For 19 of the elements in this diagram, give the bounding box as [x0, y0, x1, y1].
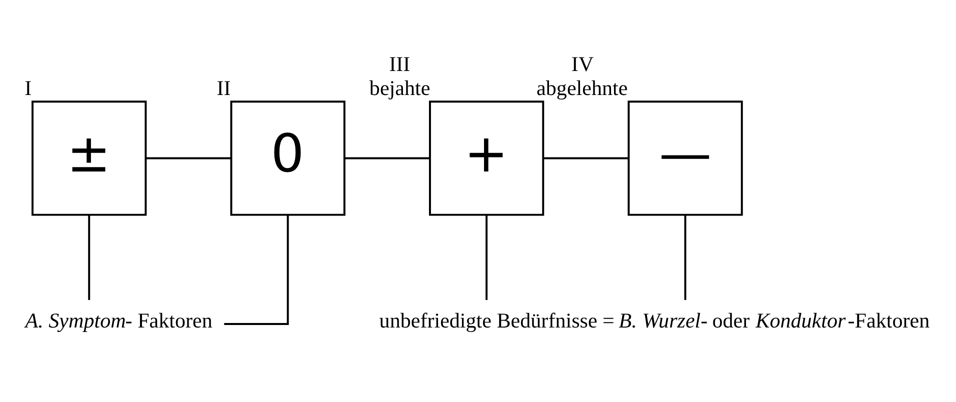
node-label: III [389, 52, 410, 76]
connector [88, 214, 90, 300]
node-label: II [216, 76, 231, 100]
connector [344, 157, 430, 160]
connector [544, 157, 629, 160]
node-label: bejahte [369, 76, 430, 100]
node-box: ± [32, 100, 147, 216]
node-box: 0 [230, 100, 346, 216]
node-label: IV [571, 52, 594, 76]
connector [224, 214, 289, 326]
node-text: A. Symptom- Faktoren [25, 308, 212, 333]
connector [146, 157, 232, 160]
node-box: + [428, 100, 544, 216]
node-text: unbefriedigte Bedürfnisse = B. Wurzel- oder Konduktor-Faktoren [379, 308, 930, 333]
node-label: abgelehnte [536, 76, 628, 100]
connector [486, 214, 488, 300]
node-box: — [628, 100, 743, 216]
connector [684, 214, 686, 300]
node-label: I [24, 76, 32, 100]
